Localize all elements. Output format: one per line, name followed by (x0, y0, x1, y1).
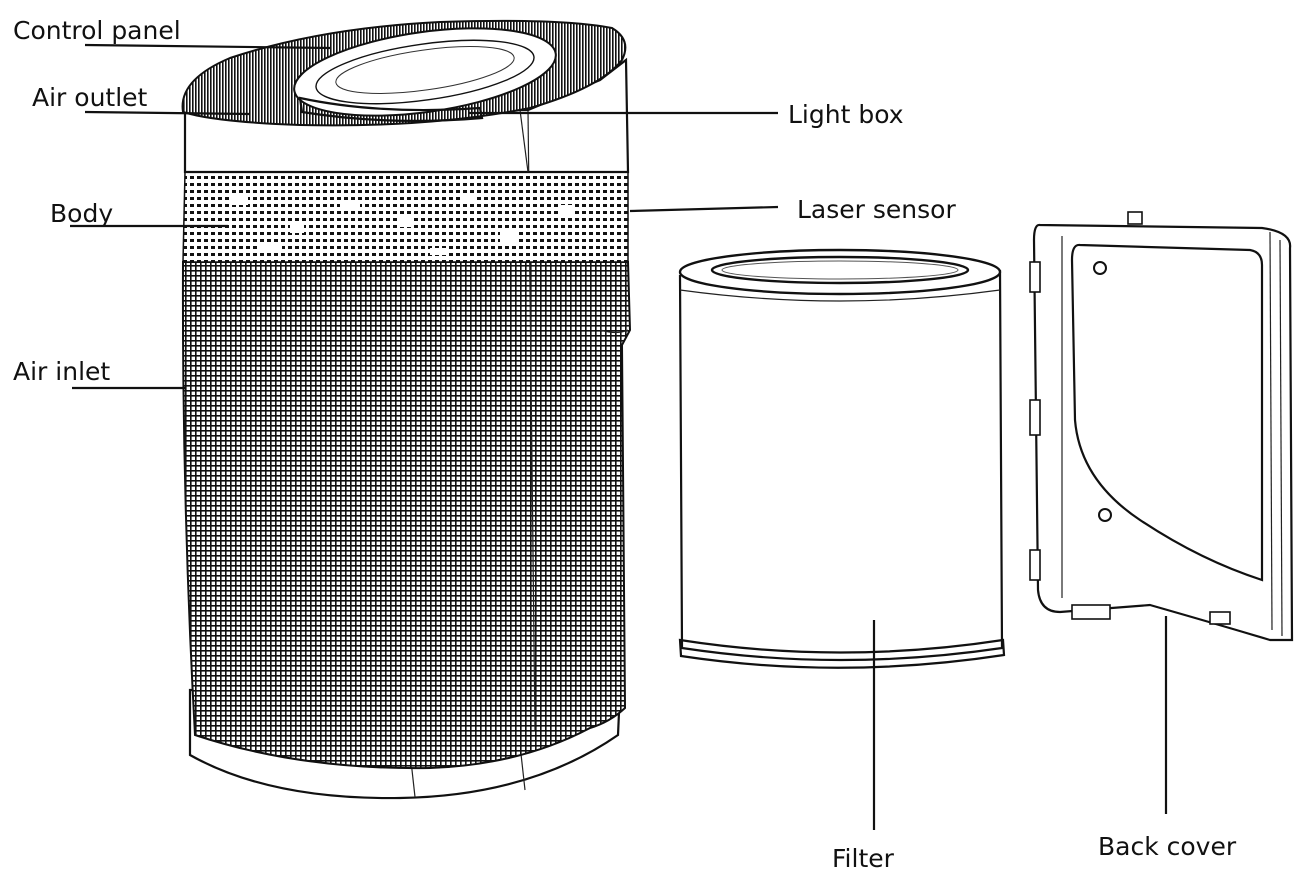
label-light-box: Light box (788, 100, 904, 129)
purifier-unit (183, 14, 630, 798)
label-back-cover: Back cover (1098, 832, 1237, 861)
filter-body (680, 270, 1002, 660)
filter-cartridge (680, 250, 1004, 668)
label-air-outlet: Air outlet (32, 83, 148, 112)
label-body: Body (50, 199, 113, 228)
back-cover-inner (1072, 245, 1262, 580)
back-cover-part (1030, 212, 1292, 640)
label-air-inlet: Air inlet (13, 357, 110, 386)
air-inlet-mesh (183, 262, 630, 768)
label-laser-sensor: Laser sensor (797, 195, 956, 224)
label-filter: Filter (832, 844, 895, 873)
label-control-panel: Control panel (13, 16, 181, 45)
leader-laser-sensor (630, 207, 778, 211)
